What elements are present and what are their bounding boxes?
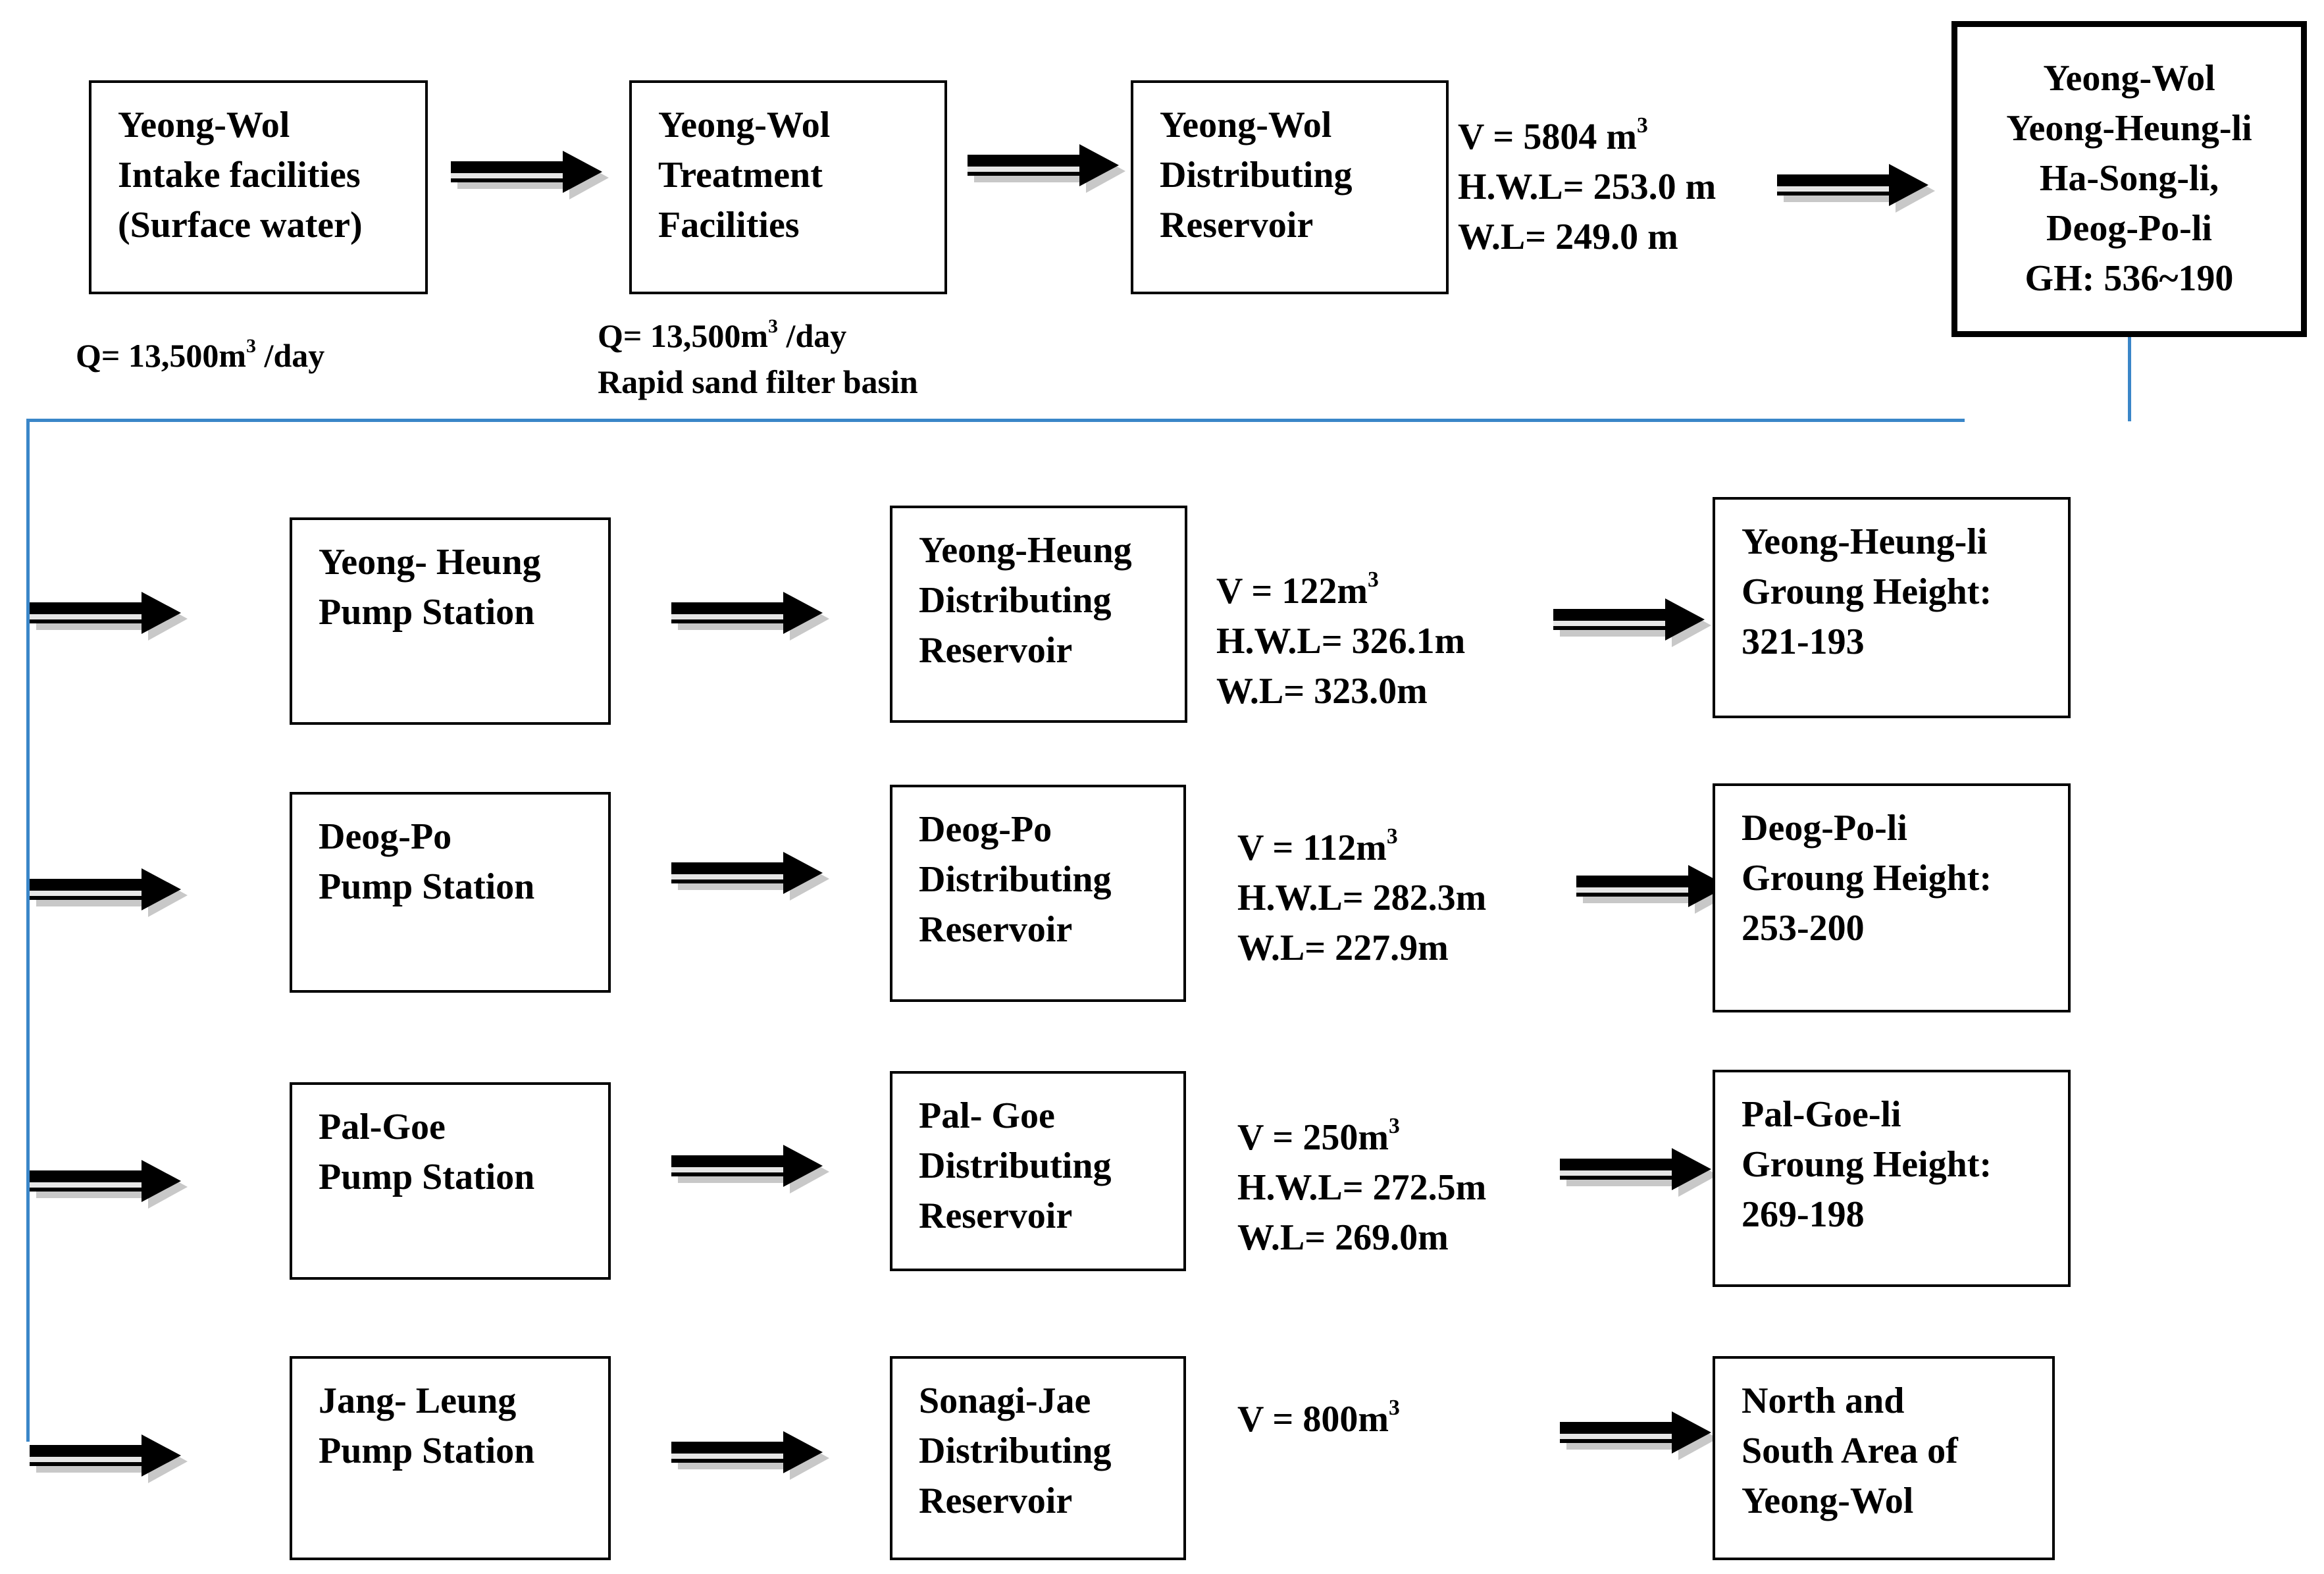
- reservoir-label: Reservoir: [919, 1195, 1073, 1236]
- reservoir-specs: V = 800m3: [1237, 1396, 1400, 1440]
- connector-down-line: [2128, 336, 2131, 421]
- area-name: North and: [1742, 1380, 1905, 1421]
- pump-station-box: Deog-Po Pump Station: [290, 792, 611, 993]
- reservoir-type: Distributing: [919, 1430, 1112, 1471]
- area-height-label: Groung Height:: [1742, 1144, 1992, 1185]
- hwl-value: H.W.L= 282.3m: [1237, 878, 1487, 918]
- service-area-box: North and South Area of Yeong-Wol: [1713, 1356, 2055, 1560]
- pump-name: Pal-Goe: [319, 1107, 446, 1147]
- area-name: Deog-Po-li: [1742, 808, 1907, 849]
- destination-box: Yeong-Wol Yeong-Heung-li Ha-Song-li, Deo…: [1951, 21, 2307, 337]
- area-label: South Area of: [1742, 1430, 1958, 1471]
- reservoir-name: Sonagi-Jae: [919, 1380, 1091, 1421]
- treatment-line-2: Treatment: [658, 155, 823, 196]
- reservoir-specs: V = 250m3 H.W.L= 272.5m W.L= 269.0m: [1237, 1113, 1486, 1263]
- reservoir-specs: V = 112m3 H.W.L= 282.3m W.L= 227.9m: [1237, 823, 1486, 973]
- destination-line-3: Ha-Song-li,: [2039, 158, 2219, 199]
- right-arrow-icon: [1560, 1411, 1718, 1460]
- reservoir-name: Pal- Goe: [919, 1095, 1055, 1136]
- treatment-flow-note: Q= 13,500m3 /day Rapid sand filter basin: [598, 313, 918, 405]
- hwl-value: H.W.L= 326.1m: [1216, 621, 1466, 662]
- intake-line-1: Yeong-Wol: [118, 105, 290, 145]
- reservoir-box: Yeong-Heung Distributing Reservoir: [890, 506, 1187, 723]
- right-arrow-icon: [671, 852, 829, 901]
- reservoir-type: Distributing: [919, 1145, 1112, 1186]
- distributing-wl: W.L= 249.0 m: [1458, 217, 1678, 257]
- pump-station-box: Yeong- Heung Pump Station: [290, 517, 611, 725]
- right-arrow-icon: [451, 151, 609, 199]
- right-arrow-icon: [30, 1160, 188, 1209]
- right-arrow-icon: [671, 1145, 829, 1194]
- pump-label: Pump Station: [319, 866, 535, 907]
- pump-station-box: Pal-Goe Pump Station: [290, 1082, 611, 1280]
- pump-name: Deog-Po: [319, 816, 452, 857]
- distributing-specs: V = 5804 m3 H.W.L= 253.0 m W.L= 249.0 m: [1458, 112, 1716, 262]
- hwl-value: H.W.L= 272.5m: [1237, 1167, 1487, 1208]
- service-area-box: Yeong-Heung-li Groung Height: 321-193: [1713, 497, 2071, 718]
- distributing-reservoir-box: Yeong-Wol Distributing Reservoir: [1131, 80, 1449, 294]
- reservoir-label: Reservoir: [919, 630, 1073, 671]
- area-height-label: Groung Height:: [1742, 571, 1992, 612]
- intake-flow-note: Q= 13,500m3 /day: [76, 334, 325, 374]
- reservoir-name: Deog-Po: [919, 809, 1052, 850]
- area-height-label: Groung Height:: [1742, 858, 1992, 899]
- connector-horizontal-line: [26, 419, 1965, 422]
- right-arrow-icon: [1553, 598, 1711, 647]
- treatment-box: Yeong-Wol Treatment Facilities: [629, 80, 947, 294]
- destination-line-2: Yeong-Heung-li: [2006, 108, 2252, 149]
- area-name: Yeong-Heung-li: [1742, 521, 1988, 562]
- right-arrow-icon: [671, 1431, 829, 1480]
- service-area-box: Pal-Goe-li Groung Height: 269-198: [1713, 1070, 2071, 1287]
- wl-value: W.L= 323.0m: [1216, 671, 1428, 712]
- pump-name: Yeong- Heung: [319, 542, 541, 583]
- intake-line-3: (Surface water): [118, 205, 363, 246]
- pump-station-box: Jang- Leung Pump Station: [290, 1356, 611, 1560]
- treatment-line-1: Yeong-Wol: [658, 105, 831, 145]
- reservoir-label: Reservoir: [919, 1481, 1073, 1521]
- area-height-range: 321-193: [1742, 621, 1865, 662]
- reservoir-box: Sonagi-Jae Distributing Reservoir: [890, 1356, 1186, 1560]
- reservoir-specs: V = 122m3 H.W.L= 326.1m W.L= 323.0m: [1216, 566, 1465, 716]
- pump-name: Jang- Leung: [319, 1380, 517, 1421]
- distributing-line-3: Reservoir: [1160, 205, 1314, 246]
- right-arrow-icon: [30, 868, 188, 917]
- pump-label: Pump Station: [319, 1430, 535, 1471]
- distributing-hwl: H.W.L= 253.0 m: [1458, 167, 1717, 207]
- connector-vertical-line: [26, 421, 30, 1442]
- right-arrow-icon: [968, 144, 1125, 193]
- reservoir-type: Distributing: [919, 580, 1112, 621]
- destination-line-1: Yeong-Wol: [2043, 58, 2215, 99]
- pump-label: Pump Station: [319, 1157, 535, 1197]
- treatment-line-3: Facilities: [658, 205, 800, 246]
- wl-value: W.L= 269.0m: [1237, 1217, 1449, 1258]
- intake-box: Yeong-Wol Intake facilities (Surface wat…: [89, 80, 428, 294]
- pump-label: Pump Station: [319, 592, 535, 633]
- right-arrow-icon: [30, 1434, 188, 1483]
- reservoir-name: Yeong-Heung: [919, 530, 1132, 571]
- reservoir-label: Reservoir: [919, 909, 1073, 950]
- area-region: Yeong-Wol: [1742, 1481, 1914, 1521]
- distributing-line-2: Distributing: [1160, 155, 1353, 196]
- reservoir-box: Deog-Po Distributing Reservoir: [890, 785, 1186, 1002]
- area-height-range: 253-200: [1742, 908, 1865, 949]
- destination-line-4: Deog-Po-li: [2046, 208, 2212, 249]
- right-arrow-icon: [1560, 1148, 1718, 1197]
- right-arrow-icon: [671, 592, 829, 641]
- destination-line-5: GH: 536~190: [2025, 258, 2234, 299]
- area-name: Pal-Goe-li: [1742, 1094, 1901, 1135]
- treatment-filter-note: Rapid sand filter basin: [598, 363, 918, 400]
- intake-line-2: Intake facilities: [118, 155, 361, 196]
- distributing-line-1: Yeong-Wol: [1160, 105, 1332, 145]
- service-area-box: Deog-Po-li Groung Height: 253-200: [1713, 783, 2071, 1012]
- reservoir-box: Pal- Goe Distributing Reservoir: [890, 1071, 1186, 1271]
- right-arrow-icon: [1777, 164, 1935, 213]
- right-arrow-icon: [30, 592, 188, 641]
- reservoir-type: Distributing: [919, 859, 1112, 900]
- wl-value: W.L= 227.9m: [1237, 928, 1449, 968]
- area-height-range: 269-198: [1742, 1194, 1865, 1235]
